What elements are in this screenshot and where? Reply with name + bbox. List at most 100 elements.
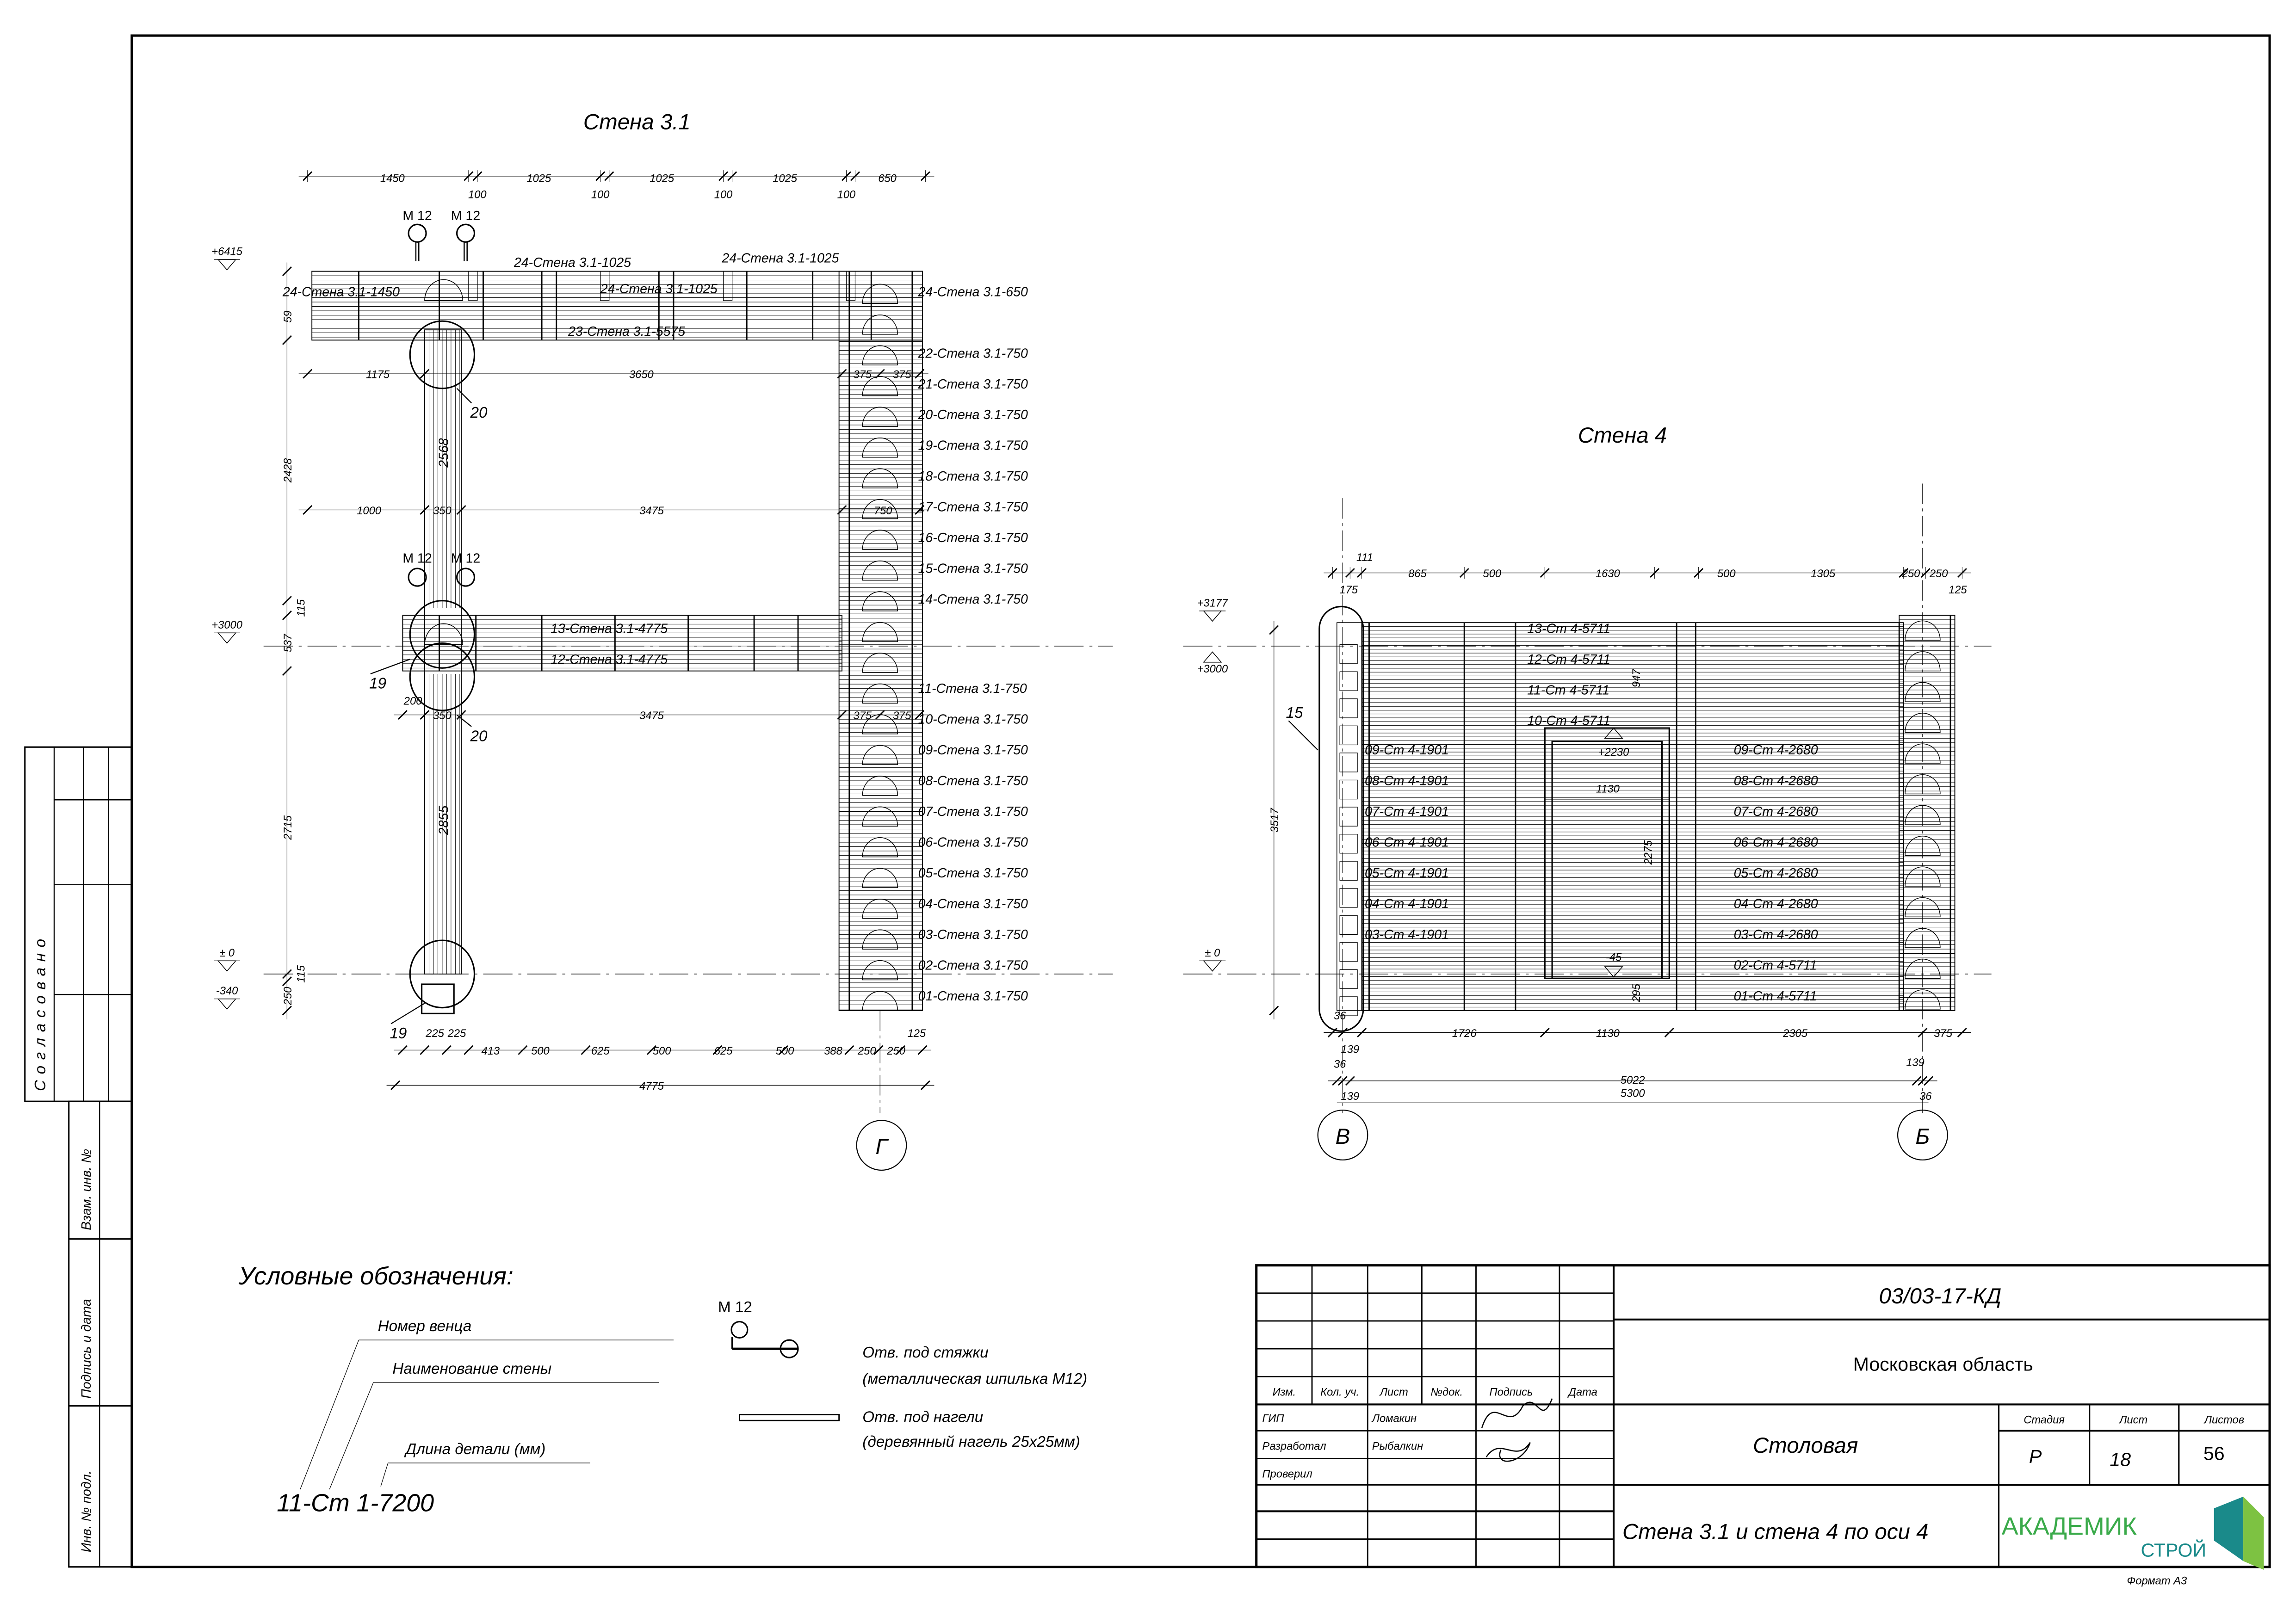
sheet-title: Стена 3.1 и стена 4 по оси 4 (1622, 1520, 1929, 1544)
log-label: 20-Стена 3.1-750 (918, 407, 1028, 422)
bolt-icon (456, 223, 476, 243)
dimension-value: 375 (1934, 1028, 1952, 1040)
format-label: Формат А3 (2127, 1575, 2187, 1587)
dimension-value: 100 (714, 189, 733, 201)
dimension-value: 59 (282, 310, 294, 322)
log-end-icon (862, 806, 898, 827)
log-label: 15-Стена 3.1-750 (918, 562, 1028, 576)
legend-label: Номер венца (378, 1318, 472, 1335)
dimension-value: 537 (282, 634, 294, 652)
log-label: 18-Стена 3.1-750 (918, 469, 1028, 484)
log-end-icon (1905, 928, 1941, 948)
stage-header: Листов (2203, 1414, 2244, 1426)
bolt-label: M 12 (718, 1299, 752, 1316)
legend-description: (металлическая шпилька М12) (862, 1370, 1087, 1388)
log-end-icon (862, 407, 898, 427)
dimension-value: 225 (447, 1028, 466, 1040)
level-mark-icon (1203, 960, 1222, 972)
legend-label: Наименование стены (392, 1360, 551, 1377)
log-label: 06-Стена 3.1-750 (918, 835, 1028, 850)
dimension-value: 1025 (773, 173, 798, 185)
dimension-tick (1357, 1027, 1367, 1037)
log-end-icon (862, 960, 898, 981)
bolt-icon (730, 1321, 749, 1339)
log-end-icon (1905, 743, 1941, 764)
legend-example: 11-Ст 1-7200 (277, 1489, 434, 1517)
log-label: 01-Стена 3.1-750 (918, 989, 1028, 1004)
dimension-tick (778, 1045, 788, 1055)
legend-label: Длина детали (мм) (404, 1441, 546, 1458)
replacement-inventory-label: Взам. инв. № (79, 1149, 94, 1230)
level-label: +3000 (1197, 663, 1228, 675)
log-label: 09-Ст 4-2680 (1734, 743, 1818, 758)
joint-detail-circle (409, 600, 476, 669)
post-length: 2568 (437, 438, 452, 468)
log-label: 24-Стена 3.1-1025 (514, 255, 631, 270)
log-end-icon (862, 745, 898, 765)
dimension-value: 1726 (1452, 1028, 1477, 1040)
log-end-icon (1905, 835, 1941, 856)
dimension-value: 139 (1341, 1044, 1360, 1056)
wall-4-title: Стена 4 (1578, 423, 1667, 448)
axis-bubble (856, 1120, 907, 1171)
log-end (1339, 671, 1358, 691)
log-end (1339, 969, 1358, 989)
dimension-tick (917, 1045, 928, 1055)
logo-icon (2214, 1496, 2244, 1561)
role-label: ГИП (1262, 1413, 1284, 1425)
callout-number: 20 (470, 728, 488, 745)
dimension-tick (581, 1045, 591, 1055)
dimension-value: 250 (282, 987, 294, 1006)
level-mark-icon (1604, 966, 1623, 978)
log-label: 24-Стена 3.1-650 (918, 284, 1028, 299)
door-frame (1551, 740, 1663, 979)
log-end-icon (1905, 651, 1941, 672)
dimension-value: 500 (776, 1045, 794, 1057)
log-end-icon (862, 622, 898, 642)
dimension-value: 250 (1929, 568, 1948, 580)
dimension-tick (1540, 1027, 1550, 1037)
log-label: 03-Ст 4-1901 (1365, 927, 1449, 942)
stage-header: Стадия (2024, 1414, 2065, 1426)
dimension-value: 1305 (1811, 568, 1836, 580)
left-post (424, 329, 462, 975)
project-code: 03/03-17-КД (1879, 1284, 2002, 1308)
log-end-icon (862, 929, 898, 950)
dimension-tick (1332, 1076, 1342, 1086)
dimension-value: 413 (482, 1045, 500, 1057)
logo-text: АКАДЕМИК (2002, 1512, 2137, 1540)
log-label: 01-Ст 4-5711 (1734, 989, 1817, 1004)
log-label: 11-Ст 4-5711 (1527, 683, 1609, 697)
dimension-value: 36 (1334, 1058, 1346, 1070)
axis-label: Г (876, 1135, 889, 1159)
log-label: 04-Стена 3.1-750 (918, 896, 1028, 911)
joint-detail-circle (409, 320, 476, 389)
leader-line (390, 1003, 425, 1024)
table-header: Кол. уч. (1320, 1386, 1359, 1398)
dimension-tick (303, 369, 313, 379)
legend-leader (329, 1382, 374, 1490)
log-label: 10-Ст 4-5711 (1527, 714, 1610, 728)
log-end-icon (862, 376, 898, 396)
dimension-tick (837, 369, 847, 379)
dimension-tick (420, 505, 430, 515)
dimension-tick (282, 266, 292, 277)
log-label: 12-Стена 3.1-4775 (551, 652, 668, 667)
inventory-box (68, 1100, 133, 1568)
table-header: №док. (1430, 1386, 1463, 1398)
log-label: 08-Стена 3.1-750 (918, 774, 1028, 789)
log-end-icon (1905, 958, 1941, 979)
dimension-tick (1269, 625, 1279, 635)
log-end (1339, 861, 1358, 881)
dimension-value: 1025 (526, 173, 551, 185)
log-label: 08-Ст 4-1901 (1365, 774, 1449, 789)
dimension-tick (282, 976, 292, 987)
post-length: 2855 (437, 806, 452, 835)
dimension-tick (875, 369, 885, 379)
log-gap (600, 271, 610, 301)
dimension-value: 1130 (1596, 783, 1620, 795)
dimension-value: 36 (1334, 1010, 1346, 1022)
dimension-tick (464, 1045, 474, 1055)
